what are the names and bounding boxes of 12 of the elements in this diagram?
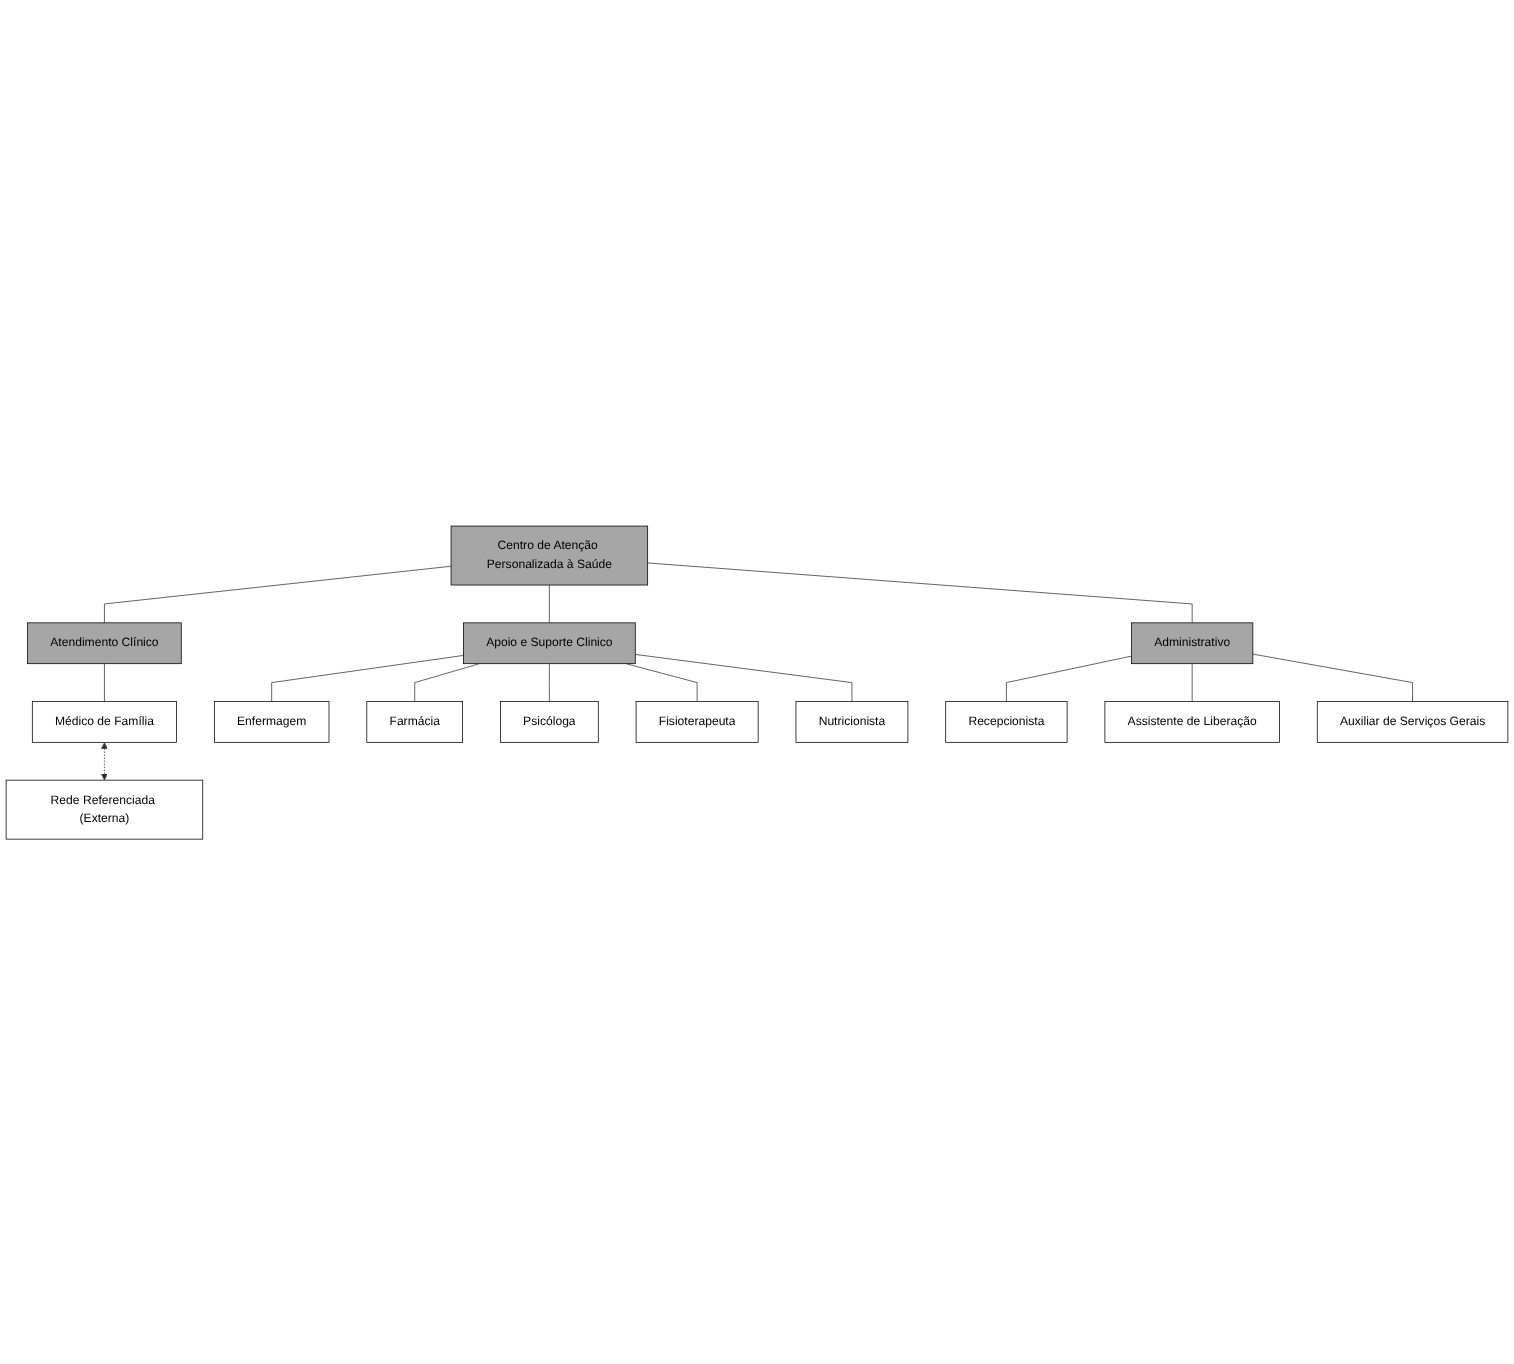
connector xyxy=(414,662,480,702)
connector xyxy=(1252,653,1413,702)
connector xyxy=(1191,662,1193,702)
connector xyxy=(625,662,698,702)
connector xyxy=(549,584,550,623)
connector xyxy=(271,654,464,702)
connector xyxy=(104,662,105,702)
connector xyxy=(104,565,452,623)
connector xyxy=(634,653,853,702)
connector xyxy=(1006,655,1132,702)
connector xyxy=(549,662,550,702)
connector xyxy=(647,561,1193,623)
